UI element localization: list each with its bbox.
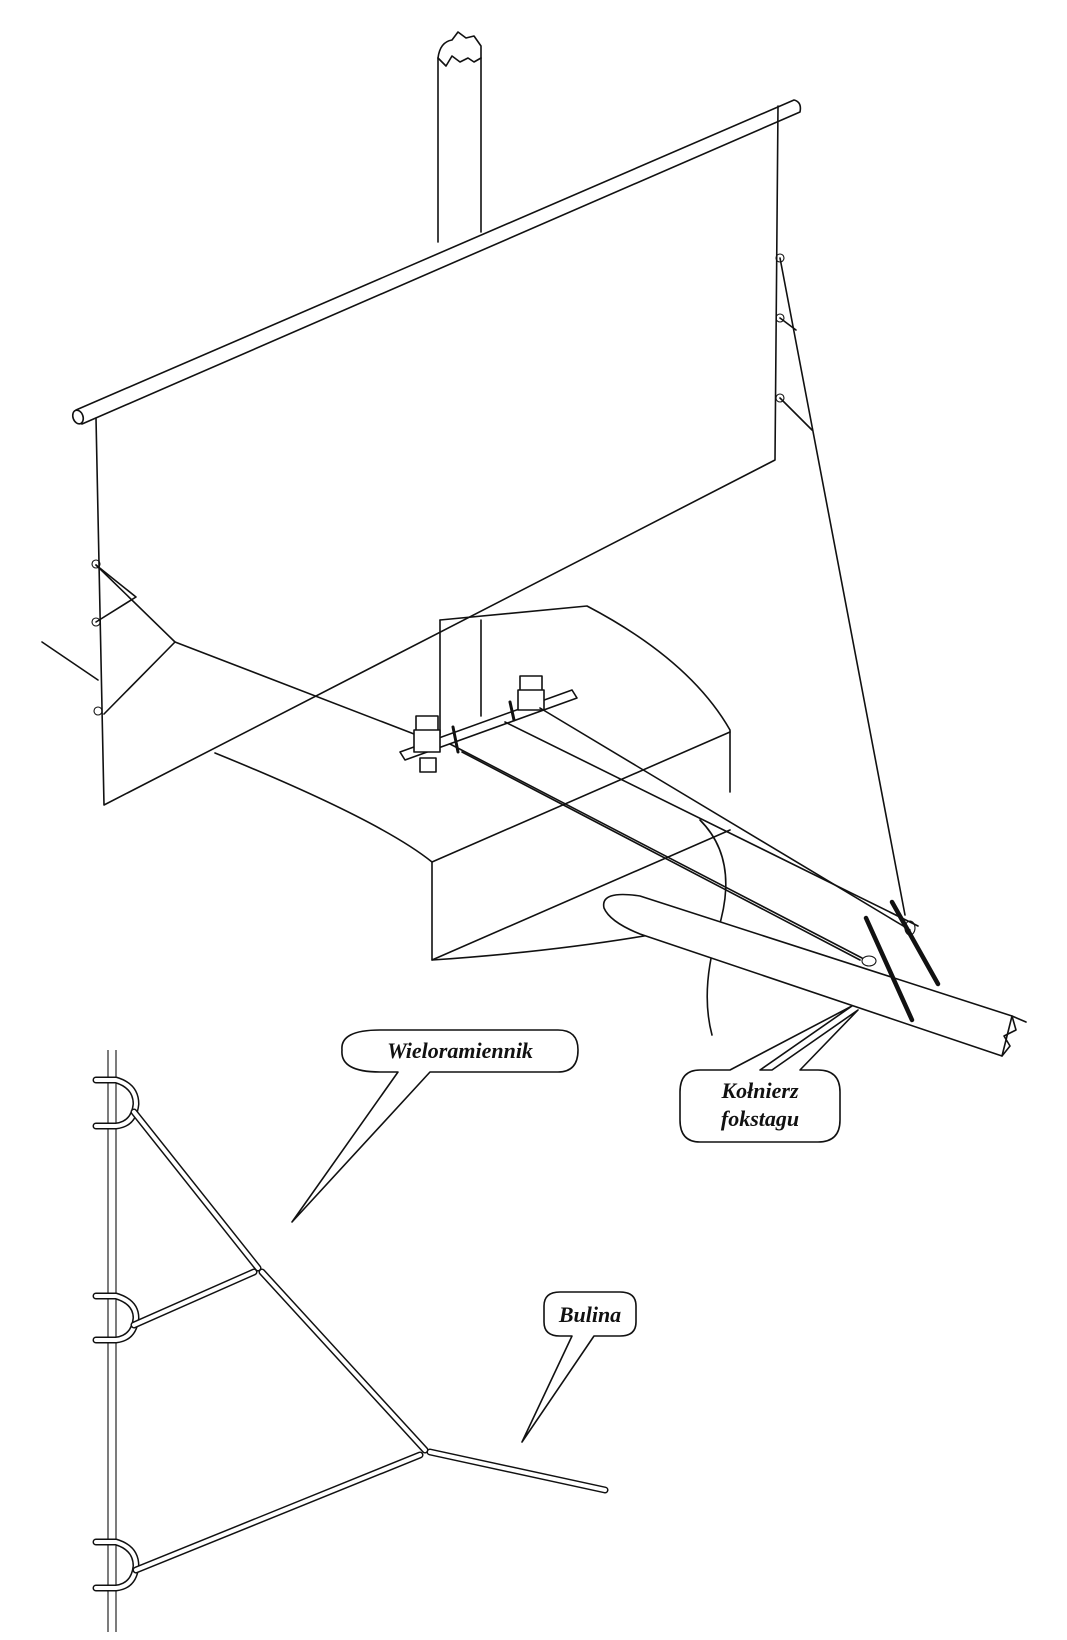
label-wieloramiennik: Wieloramiennik [387, 1038, 533, 1063]
bowsprit [602, 893, 1027, 1057]
label-kolnierz-line1: Kołnierz [720, 1078, 798, 1103]
cringle-middle [92, 1292, 140, 1344]
yard [71, 99, 802, 425]
bridle-legs [130, 1108, 609, 1574]
bridle-detail [92, 1050, 609, 1632]
callout-wieloramiennik: Wieloramiennik [291, 1029, 579, 1223]
bitts [399, 675, 578, 773]
cringle-top [92, 1076, 140, 1130]
cringle-bottom [92, 1538, 140, 1592]
callout-bulina: Bulina [521, 1291, 637, 1443]
label-bulina: Bulina [558, 1302, 621, 1327]
mast [437, 31, 482, 243]
upper-drawing [41, 31, 1027, 1057]
label-kolnierz-line2: fokstagu [721, 1106, 799, 1131]
callout-kolnierz: Kołnierz fokstagu [679, 1005, 859, 1143]
forestay [449, 707, 919, 967]
hull [214, 605, 731, 1036]
sail [41, 105, 906, 916]
